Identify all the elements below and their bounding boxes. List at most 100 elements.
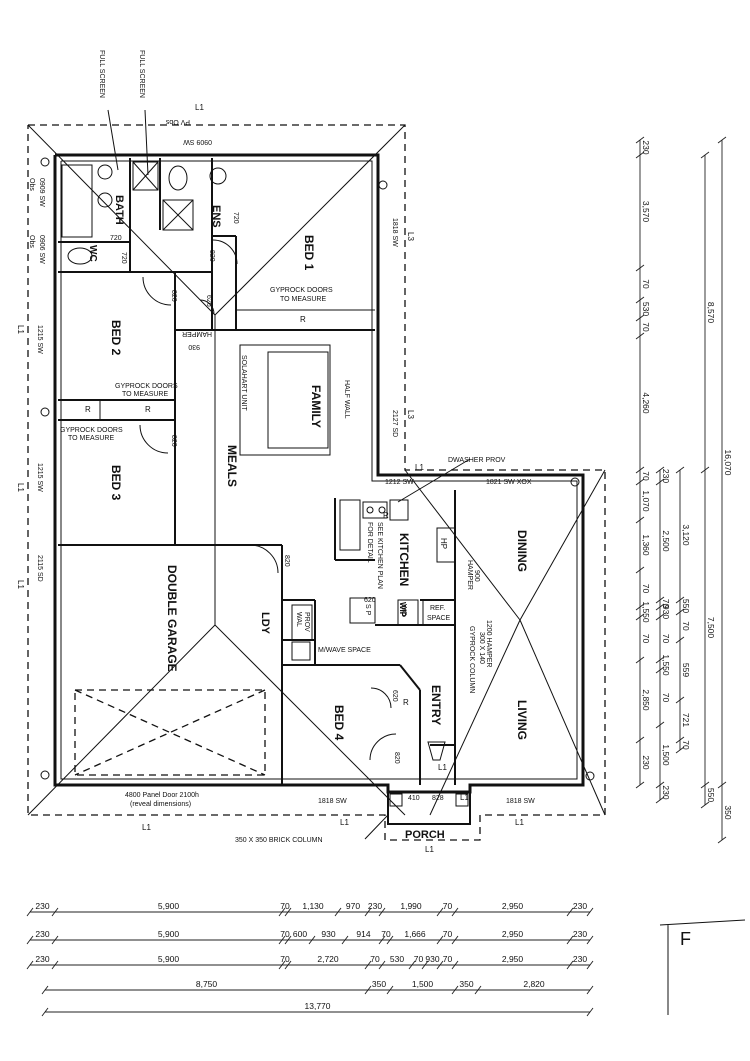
dimension-tick <box>655 613 665 621</box>
dimension-tick <box>436 907 444 917</box>
dimension-tick <box>586 985 594 995</box>
dimension-tick <box>655 596 665 604</box>
dimension-tick <box>26 907 34 917</box>
dishwasher <box>389 499 409 521</box>
note-column: GYPROCK COLUMN <box>468 626 475 693</box>
dimension-value: 970 <box>346 901 360 911</box>
door-size: 720 <box>120 252 127 264</box>
leader-line <box>144 109 149 176</box>
brick-column <box>455 793 469 807</box>
window-label: Obs <box>28 178 35 191</box>
note-reveal: (reveal dimensions) <box>130 801 191 808</box>
car-space <box>74 689 266 776</box>
door-size: 410 <box>408 795 420 802</box>
dimension-tick <box>334 907 342 917</box>
window-label: 0909 SW <box>183 138 212 145</box>
dimension-value: 70 <box>280 929 290 939</box>
dimension-tick <box>635 613 645 621</box>
hip-line <box>429 619 521 816</box>
dimension-tick <box>41 1007 49 1017</box>
note-panel-door: 4800 Panel Door 2100h <box>125 792 199 799</box>
dimension-value: 350 <box>372 979 386 989</box>
dimension-tick <box>586 1007 594 1017</box>
dimension-tick <box>421 960 429 970</box>
window-label: 2115 SD <box>36 555 43 582</box>
marker-f: F <box>680 929 691 949</box>
dimension-tick <box>341 935 349 945</box>
dimension-tick <box>700 781 710 789</box>
window-label: 1818 SW <box>318 798 347 805</box>
dimension-value: 4,260 <box>641 392 651 414</box>
marker-l1: L1 <box>340 818 349 827</box>
dimension-tick <box>655 781 665 789</box>
dimension-value: 5,900 <box>158 901 180 911</box>
dimension-tick <box>700 801 710 809</box>
dimension-tick <box>700 151 710 159</box>
dimension-value: 16,070 <box>723 450 733 476</box>
dimension-tick <box>284 935 292 945</box>
dimension-tick <box>278 935 286 945</box>
dimension-tick <box>386 985 394 995</box>
kitchen-sink <box>362 501 388 519</box>
window-label: 1215 SW <box>36 325 43 354</box>
window-label: 1818 SW <box>391 218 398 247</box>
room-label-living: LIVING <box>515 700 529 740</box>
dimension-value: 230 <box>573 901 587 911</box>
door-size: 828 <box>432 795 444 802</box>
dimension-tick <box>635 736 645 744</box>
dimension-value: 1,070 <box>641 490 651 512</box>
toilet <box>67 247 93 265</box>
dimension-tick <box>675 466 685 474</box>
dimension-tick <box>408 960 416 970</box>
dimension-tick <box>635 566 645 574</box>
solahart-unit <box>239 344 331 456</box>
marker-r: R <box>85 405 91 414</box>
dimension-tick <box>26 935 34 945</box>
dimension-value: 70 <box>641 279 651 289</box>
downpipe-markers <box>40 157 595 781</box>
note-gyprock: GYPROCK DOORS <box>115 383 178 390</box>
leader-line <box>364 814 389 840</box>
door-size: 820 <box>170 435 177 447</box>
dimension-value: 550 <box>681 599 691 613</box>
door-size: 820 <box>170 290 177 302</box>
marker-l1: L1 <box>438 763 447 772</box>
hip-line <box>214 624 406 816</box>
porch <box>387 791 471 825</box>
dimension-tick <box>566 907 574 917</box>
dimension-tick <box>51 935 59 945</box>
hip-line <box>519 619 606 816</box>
car-space <box>74 689 266 776</box>
car-space <box>74 689 266 776</box>
dimension-tick <box>278 907 286 917</box>
dimension-value: 230 <box>641 140 651 154</box>
dimension-value: 70 <box>443 901 453 911</box>
room-label-bath: BATH <box>113 195 125 225</box>
dimension-value: 70 <box>681 621 691 631</box>
marker-l1: L1 <box>460 793 469 802</box>
dimension-tick <box>566 960 574 970</box>
window-label: 1821 SW XOX <box>486 479 532 486</box>
dimension-tick <box>717 136 727 144</box>
note-wo: WO <box>400 604 407 617</box>
dimension-value: 70 <box>641 322 651 332</box>
dimension-value: 550 <box>706 788 716 802</box>
door-size: 930 <box>188 343 200 350</box>
tub-box <box>291 641 311 661</box>
dimension-value: 2,500 <box>661 530 671 552</box>
dimension-value: 70 <box>443 954 453 964</box>
room-label-bed4: BED 4 <box>332 705 346 741</box>
dimension-value: 7,500 <box>706 617 716 639</box>
dimension-value: 2,820 <box>523 979 545 989</box>
dimension-value: 930 <box>425 954 439 964</box>
note-ref: REF. <box>430 605 445 612</box>
dimension-value: 230 <box>368 901 382 911</box>
kitchen-sink <box>378 506 386 514</box>
window-label: 0909 SW <box>38 178 45 207</box>
external-wall-inner <box>60 160 578 780</box>
shower <box>132 161 159 191</box>
dimension-tick <box>451 935 459 945</box>
dimension-value: 230 <box>661 469 671 483</box>
dimension-value: 1,550 <box>641 601 651 623</box>
